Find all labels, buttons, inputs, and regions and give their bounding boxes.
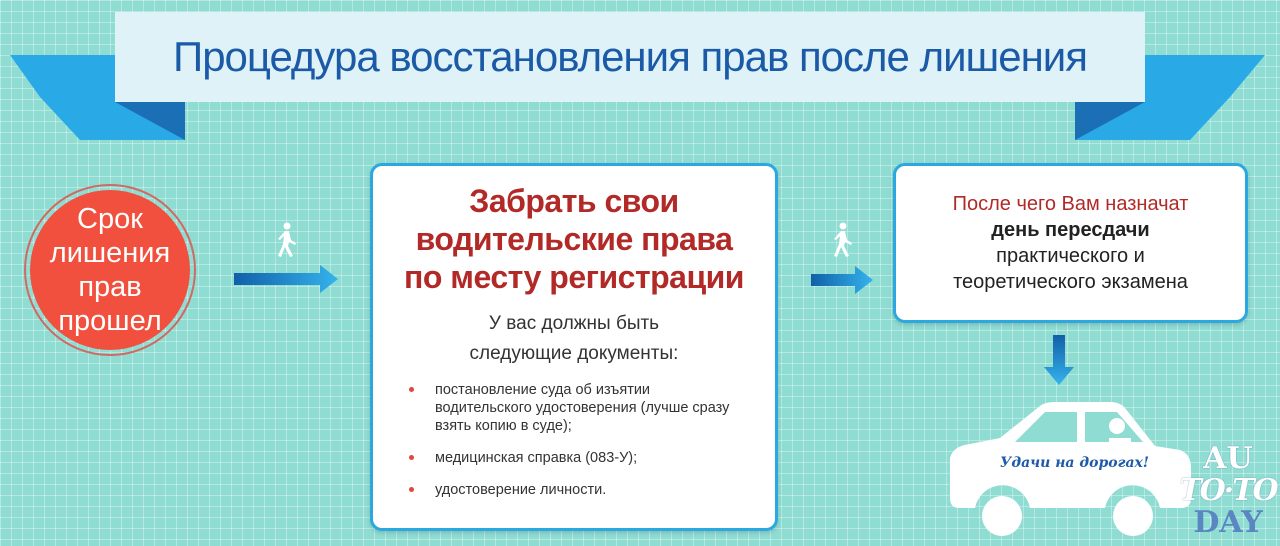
bullet-icon [409,387,414,392]
logo-line: DAY [1193,505,1263,540]
step2-title-line: Забрать свои [469,183,679,219]
document-text: медицинская справка (083-У); [435,450,638,466]
step3-line: практического и [996,245,1145,267]
step2-subtitle-line: следующие документы: [469,343,679,364]
logo-line: AU [1203,441,1253,476]
walking-person-icon [278,222,296,257]
list-item: постановление суда об изъятии водительск… [409,381,749,435]
arrow-right-icon [234,265,338,293]
title-ribbon-tails [10,55,1265,140]
arrow-down-icon [1044,335,1074,385]
bullet-icon [409,455,414,460]
step2-subtitle: У вас должны быть следующие документы: [373,309,775,369]
title-banner [115,12,1145,102]
step2-card: Забрать свои водительские права по месту… [370,163,778,531]
car-caption: Удачи на дорогах! [1000,455,1150,471]
walking-person-icon [834,222,852,257]
car-icon [950,402,1191,536]
document-text: удостоверение личности. [435,482,607,498]
step1-ring [24,184,196,356]
step1-circle: Срок лишения прав прошел [30,190,190,350]
documents-list: постановление суда об изъятии водительск… [409,381,749,513]
step3-card: После чего Вам назначат день пересдачи п… [893,163,1248,323]
step3-line: После чего Вам назначат [952,193,1189,215]
bullet-icon [409,487,414,492]
step2-title: Забрать свои водительские права по месту… [373,182,775,296]
arrow-right-icon [811,266,873,294]
step2-title-line: по месту регистрации [404,259,744,295]
step1-line: прав [78,271,142,303]
step1-line: прошел [58,305,162,337]
logo-line: TO·TO [1179,473,1278,508]
page-title: Процедура восстановления прав после лише… [173,33,1088,80]
list-item: удостоверение личности. [409,481,749,499]
autotoday-logo: AU TO·TO DAY [1178,443,1278,539]
step2-title-line: водительские права [415,221,733,257]
list-item: медицинская справка (083-У); [409,449,749,467]
document-text: постановление суда об изъятии водительск… [435,382,730,434]
step1-line: лишения [49,237,171,269]
step3-line: теоретического экзамена [953,271,1188,293]
step3-line: день пересдачи [991,219,1150,241]
step1-line: Срок [77,203,143,235]
step2-subtitle-line: У вас должны быть [488,313,660,334]
